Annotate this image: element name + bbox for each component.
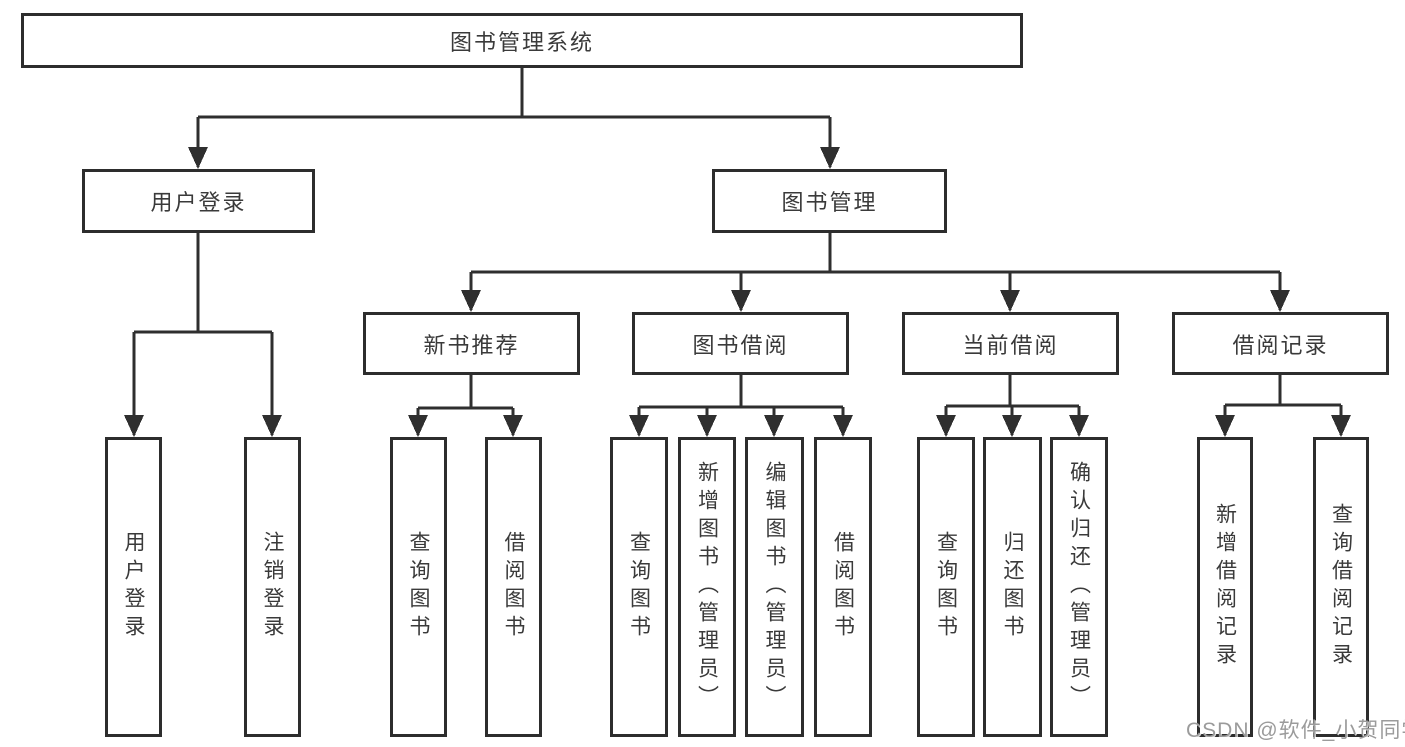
leaf-label: 注销登录 bbox=[261, 531, 285, 643]
leaf-edit-book-admin: 编辑图书（管理员） bbox=[745, 437, 804, 737]
leaf-add-book-admin: 新增图书（管理员） bbox=[678, 437, 736, 737]
leaf-label: 查询图书 bbox=[407, 531, 431, 643]
node-book-borrowing: 图书借阅 bbox=[632, 312, 849, 375]
leaf-borrow-books-recommend: 借阅图书 bbox=[485, 437, 542, 737]
leaf-return-books: 归还图书 bbox=[983, 437, 1042, 737]
node-label: 图书管理 bbox=[781, 190, 878, 215]
leaf-add-borrow-record: 新增借阅记录 bbox=[1197, 437, 1253, 737]
node-borrowing-records: 借阅记录 bbox=[1172, 312, 1389, 375]
node-label: 图书管理系统 bbox=[449, 29, 594, 55]
node-user-login: 用户登录 bbox=[82, 169, 315, 233]
leaf-query-borrow-record: 查询借阅记录 bbox=[1313, 437, 1369, 737]
node-label: 新书推荐 bbox=[423, 332, 520, 358]
node-new-book-recommend: 新书推荐 bbox=[363, 312, 580, 375]
node-label: 用户登录 bbox=[150, 190, 247, 215]
leaf-borrow-books: 借阅图书 bbox=[814, 437, 872, 737]
leaf-query-books-current: 查询图书 bbox=[917, 437, 975, 737]
leaf-label: 编辑图书（管理员） bbox=[763, 461, 787, 713]
watermark-csdn: CSDN @软件_小贺同学 bbox=[1186, 719, 1405, 742]
leaf-label: 归还图书 bbox=[1001, 531, 1025, 643]
leaf-query-books-borrowing: 查询图书 bbox=[610, 437, 668, 737]
leaf-label: 借阅图书 bbox=[502, 531, 526, 643]
leaf-label: 借阅图书 bbox=[831, 531, 855, 643]
node-library-management-system: 图书管理系统 bbox=[21, 13, 1023, 68]
leaf-label: 新增图书（管理员） bbox=[695, 461, 719, 713]
leaf-label: 查询图书 bbox=[934, 531, 958, 643]
node-current-borrowing: 当前借阅 bbox=[902, 312, 1119, 375]
leaf-user-login: 用户登录 bbox=[105, 437, 162, 737]
leaf-label: 查询借阅记录 bbox=[1329, 503, 1353, 671]
node-label: 当前借阅 bbox=[962, 332, 1059, 358]
node-book-management: 图书管理 bbox=[712, 169, 947, 233]
leaf-query-books-recommend: 查询图书 bbox=[390, 437, 447, 737]
leaf-label: 用户登录 bbox=[122, 531, 146, 643]
leaf-logout: 注销登录 bbox=[244, 437, 301, 737]
leaf-label: 确认归还（管理员） bbox=[1067, 461, 1091, 713]
node-label: 借阅记录 bbox=[1232, 332, 1329, 358]
leaf-label: 查询图书 bbox=[627, 531, 651, 643]
leaf-confirm-return-admin: 确认归还（管理员） bbox=[1050, 437, 1108, 737]
node-label: 图书借阅 bbox=[692, 332, 789, 358]
leaf-label: 新增借阅记录 bbox=[1213, 503, 1237, 671]
